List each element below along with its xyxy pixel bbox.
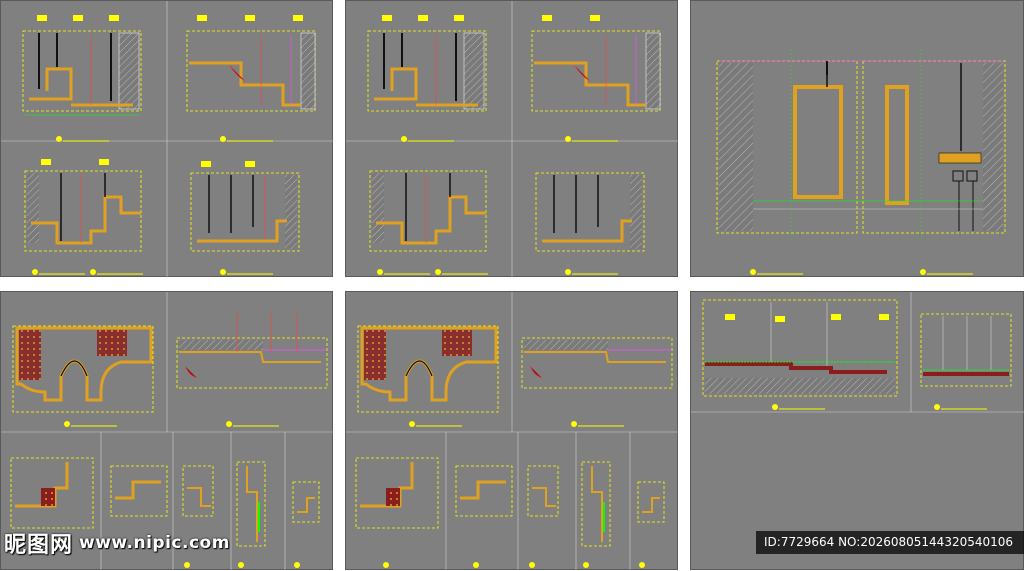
drawing-sheet-6 (690, 291, 1024, 570)
image-id-text: ID:7729664 NO:20260805144320540106 (764, 535, 1014, 549)
sheet-6-drawing (691, 292, 1024, 413)
drawing-sheet-4 (0, 291, 334, 571)
drawing-sheet-1 (0, 0, 334, 278)
sheet-1-drawing (1, 1, 334, 278)
drawing-sheet-2 (345, 0, 679, 278)
watermark-site-url: www.nipic.com (79, 533, 230, 553)
sheet-5-drawing (346, 292, 679, 571)
sheet-2-drawing (346, 1, 679, 278)
sheet-4-drawing (1, 292, 334, 571)
watermark-site-name: 昵图网 (4, 533, 74, 558)
image-id-bar: ID:7729664 NO:20260805144320540106 (756, 531, 1024, 554)
sheet-3-drawing (716, 49, 1006, 275)
drawing-sheet-5 (345, 291, 679, 571)
drawing-sheet-3 (690, 0, 1024, 277)
site-watermark: 昵图网 www.nipic.com (4, 529, 254, 558)
